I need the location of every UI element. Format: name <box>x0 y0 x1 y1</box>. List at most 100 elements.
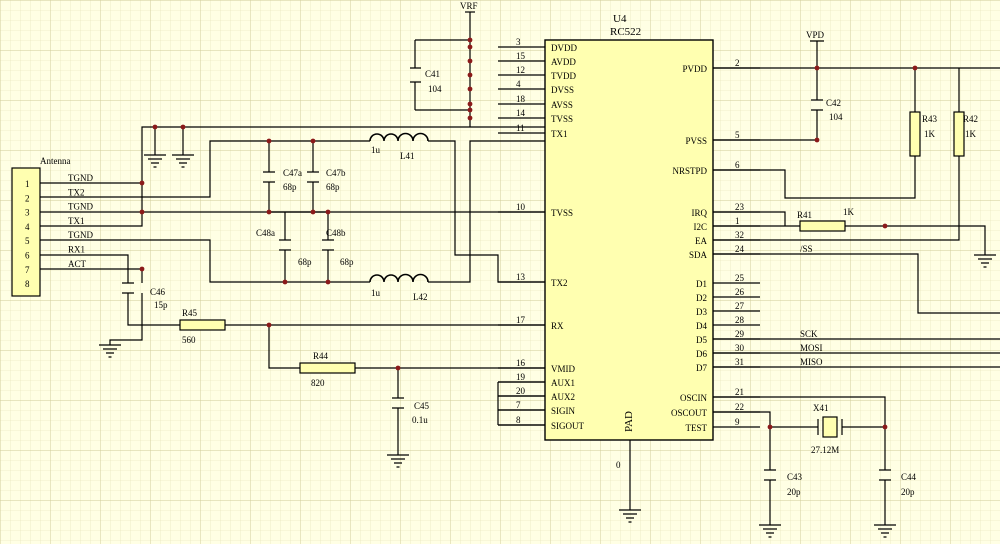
pin-number: 8 <box>516 415 521 425</box>
net-ss: /SS <box>800 244 813 254</box>
c42-value: 104 <box>829 112 843 122</box>
junction-dot <box>395 365 401 371</box>
junction-dot <box>467 58 473 64</box>
oscillator: X41 27.12M C43 20p C44 20p <box>713 396 917 525</box>
pin-number: 17 <box>516 315 526 325</box>
pin-number: 24 <box>735 244 745 254</box>
pin-number: 14 <box>516 108 526 118</box>
vpd-power: VPD C42 104 R43 1K R42 1K <box>713 30 1000 241</box>
ground-icon <box>974 254 996 268</box>
pin-name: IRQ <box>692 208 708 218</box>
r45-value: 560 <box>182 335 196 345</box>
junction-dot <box>814 137 820 143</box>
r43-ref: R43 <box>922 114 938 124</box>
antenna-network: C46 15p R45 560 C47a 68p C47b 68p C48a 6… <box>40 126 545 455</box>
pin-name: AUX1 <box>551 378 575 388</box>
connector-pin-8: 8 <box>25 279 30 289</box>
right-side-signals: R41 1K /SS SCK MOSI MISO <box>713 139 1000 368</box>
pin-name: OSCOUT <box>671 408 708 418</box>
junction-dot <box>266 138 272 144</box>
pin-number: 1 <box>25 179 30 189</box>
pin-name: NRSTPD <box>672 166 707 176</box>
pin-number: 20 <box>516 386 526 396</box>
pin-name: VMID <box>551 364 575 374</box>
pin-number: 1 <box>735 216 740 226</box>
pin-number: 3 <box>516 37 521 47</box>
pin-number: 13 <box>516 272 526 282</box>
r44-ref: R44 <box>313 351 329 361</box>
connector-name: Antenna <box>40 156 71 166</box>
c45-ref: C45 <box>414 401 430 411</box>
pin-name: SIGIN <box>551 406 575 416</box>
pin-name: OSCIN <box>680 393 708 403</box>
pin-name: DVSS <box>551 85 574 95</box>
c47a-value: 68p <box>283 182 297 192</box>
x41-value: 27.12M <box>811 445 839 455</box>
vrf-power: VRF C41 104 <box>410 1 478 127</box>
c47a-ref: C47a <box>283 168 302 178</box>
c47b-value: 68p <box>326 182 340 192</box>
ic-pad-label: PAD <box>623 411 635 432</box>
pin-number: 30 <box>735 343 745 353</box>
pin-number: 7 <box>516 400 521 410</box>
c45-value: 0.1u <box>412 415 428 425</box>
pin-number: 12 <box>516 65 525 75</box>
pin-name: SDA <box>689 250 708 260</box>
ic-u4: U4 RC522 PAD 0 3DVDD15AVDD12TVDD4DVSS18A… <box>498 13 760 470</box>
pin-number: 3 <box>25 208 30 218</box>
pin-net: RX1 <box>68 245 85 255</box>
pin-number: 9 <box>735 417 740 427</box>
pin-name: TX2 <box>551 278 568 288</box>
junction-dot <box>467 86 473 92</box>
pin-net: ACT <box>68 259 87 269</box>
ground-icon <box>759 524 781 538</box>
pin-number: 10 <box>516 202 526 212</box>
junction-dot <box>310 138 316 144</box>
pin-name: D1 <box>696 279 707 289</box>
r41-ref: R41 <box>797 210 812 220</box>
pin-name: PVSS <box>685 136 707 146</box>
pin-number: 6 <box>735 160 740 170</box>
pin-number: 5 <box>25 236 30 246</box>
l42-ref: L42 <box>413 292 428 302</box>
c47b-ref: C47b <box>326 168 346 178</box>
ground-icon <box>99 344 121 358</box>
vpd-label: VPD <box>806 30 825 40</box>
ic-body <box>544 39 714 441</box>
c42-ref: C42 <box>826 98 841 108</box>
connector-pin-3: 3 TGND <box>25 202 93 218</box>
r41-value: 1K <box>843 207 855 217</box>
junction-dot <box>266 322 272 328</box>
c48a-ref: C48a <box>256 228 275 238</box>
junction-dot <box>467 115 473 121</box>
pin-net: TGND <box>68 202 93 212</box>
c43-value: 20p <box>787 487 801 497</box>
ground-symbols <box>99 154 996 538</box>
pin-number: 21 <box>735 387 744 397</box>
pin-name: DVDD <box>551 43 577 53</box>
junction-dot <box>467 72 473 78</box>
junction-dot <box>139 266 145 272</box>
pin-name: AVSS <box>551 100 573 110</box>
c41-value: 104 <box>428 84 442 94</box>
pin-number: 4 <box>516 79 521 89</box>
junction-dot <box>152 124 158 130</box>
ground-icon <box>874 524 896 538</box>
net-miso: MISO <box>800 357 823 367</box>
junction-dot <box>467 101 473 107</box>
junction-dot <box>882 223 888 229</box>
ground-icon <box>619 509 641 523</box>
